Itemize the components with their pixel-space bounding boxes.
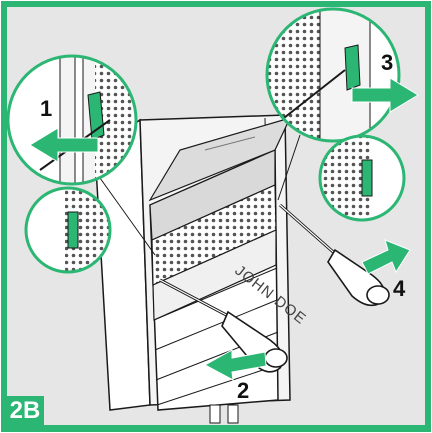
detail-circle-3b <box>318 134 406 222</box>
screwdriver-2 <box>159 278 288 373</box>
screwdriver-4 <box>279 203 390 307</box>
step-label-3: 3 <box>381 50 394 75</box>
bottom-connectors <box>209 404 239 424</box>
step-label-2: 2 <box>237 378 250 403</box>
figure-label-badge: 2B <box>6 396 44 426</box>
step-label-1: 1 <box>40 96 53 121</box>
arrow-step-2 <box>203 349 267 381</box>
step-label-4: 4 <box>393 276 406 301</box>
arrow-step-1 <box>29 127 99 163</box>
arrow-step-4 <box>361 239 411 275</box>
arrow-step-3 <box>351 77 419 113</box>
